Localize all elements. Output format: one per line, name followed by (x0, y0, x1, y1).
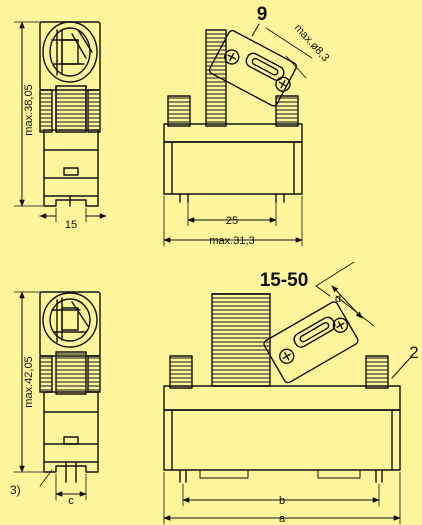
bottom-b-label: b (279, 495, 285, 507)
bottom-a-label: a (279, 513, 286, 525)
top-front-view (13, 21, 106, 222)
top-side-view (163, 23, 313, 247)
bottom-front-view (13, 291, 101, 501)
bottom-note-label: 3) (10, 483, 21, 497)
bottom-d-label: d (335, 293, 341, 305)
top-front-width-label: 15 (65, 219, 77, 231)
bottom-side-view (163, 261, 413, 525)
top-callout: 9 (257, 4, 268, 25)
top-side-width-label: 25 (226, 215, 238, 227)
top-side-max-width-label: max.31,3 (209, 235, 254, 247)
top-height-label: max.38,05 (23, 84, 35, 135)
bottom-callout-right: 2 (409, 343, 418, 362)
bottom-height-label: max.42,05 (23, 356, 35, 407)
bottom-front-width-label: c (68, 495, 74, 507)
bottom-callout: 15-50 (260, 270, 309, 291)
